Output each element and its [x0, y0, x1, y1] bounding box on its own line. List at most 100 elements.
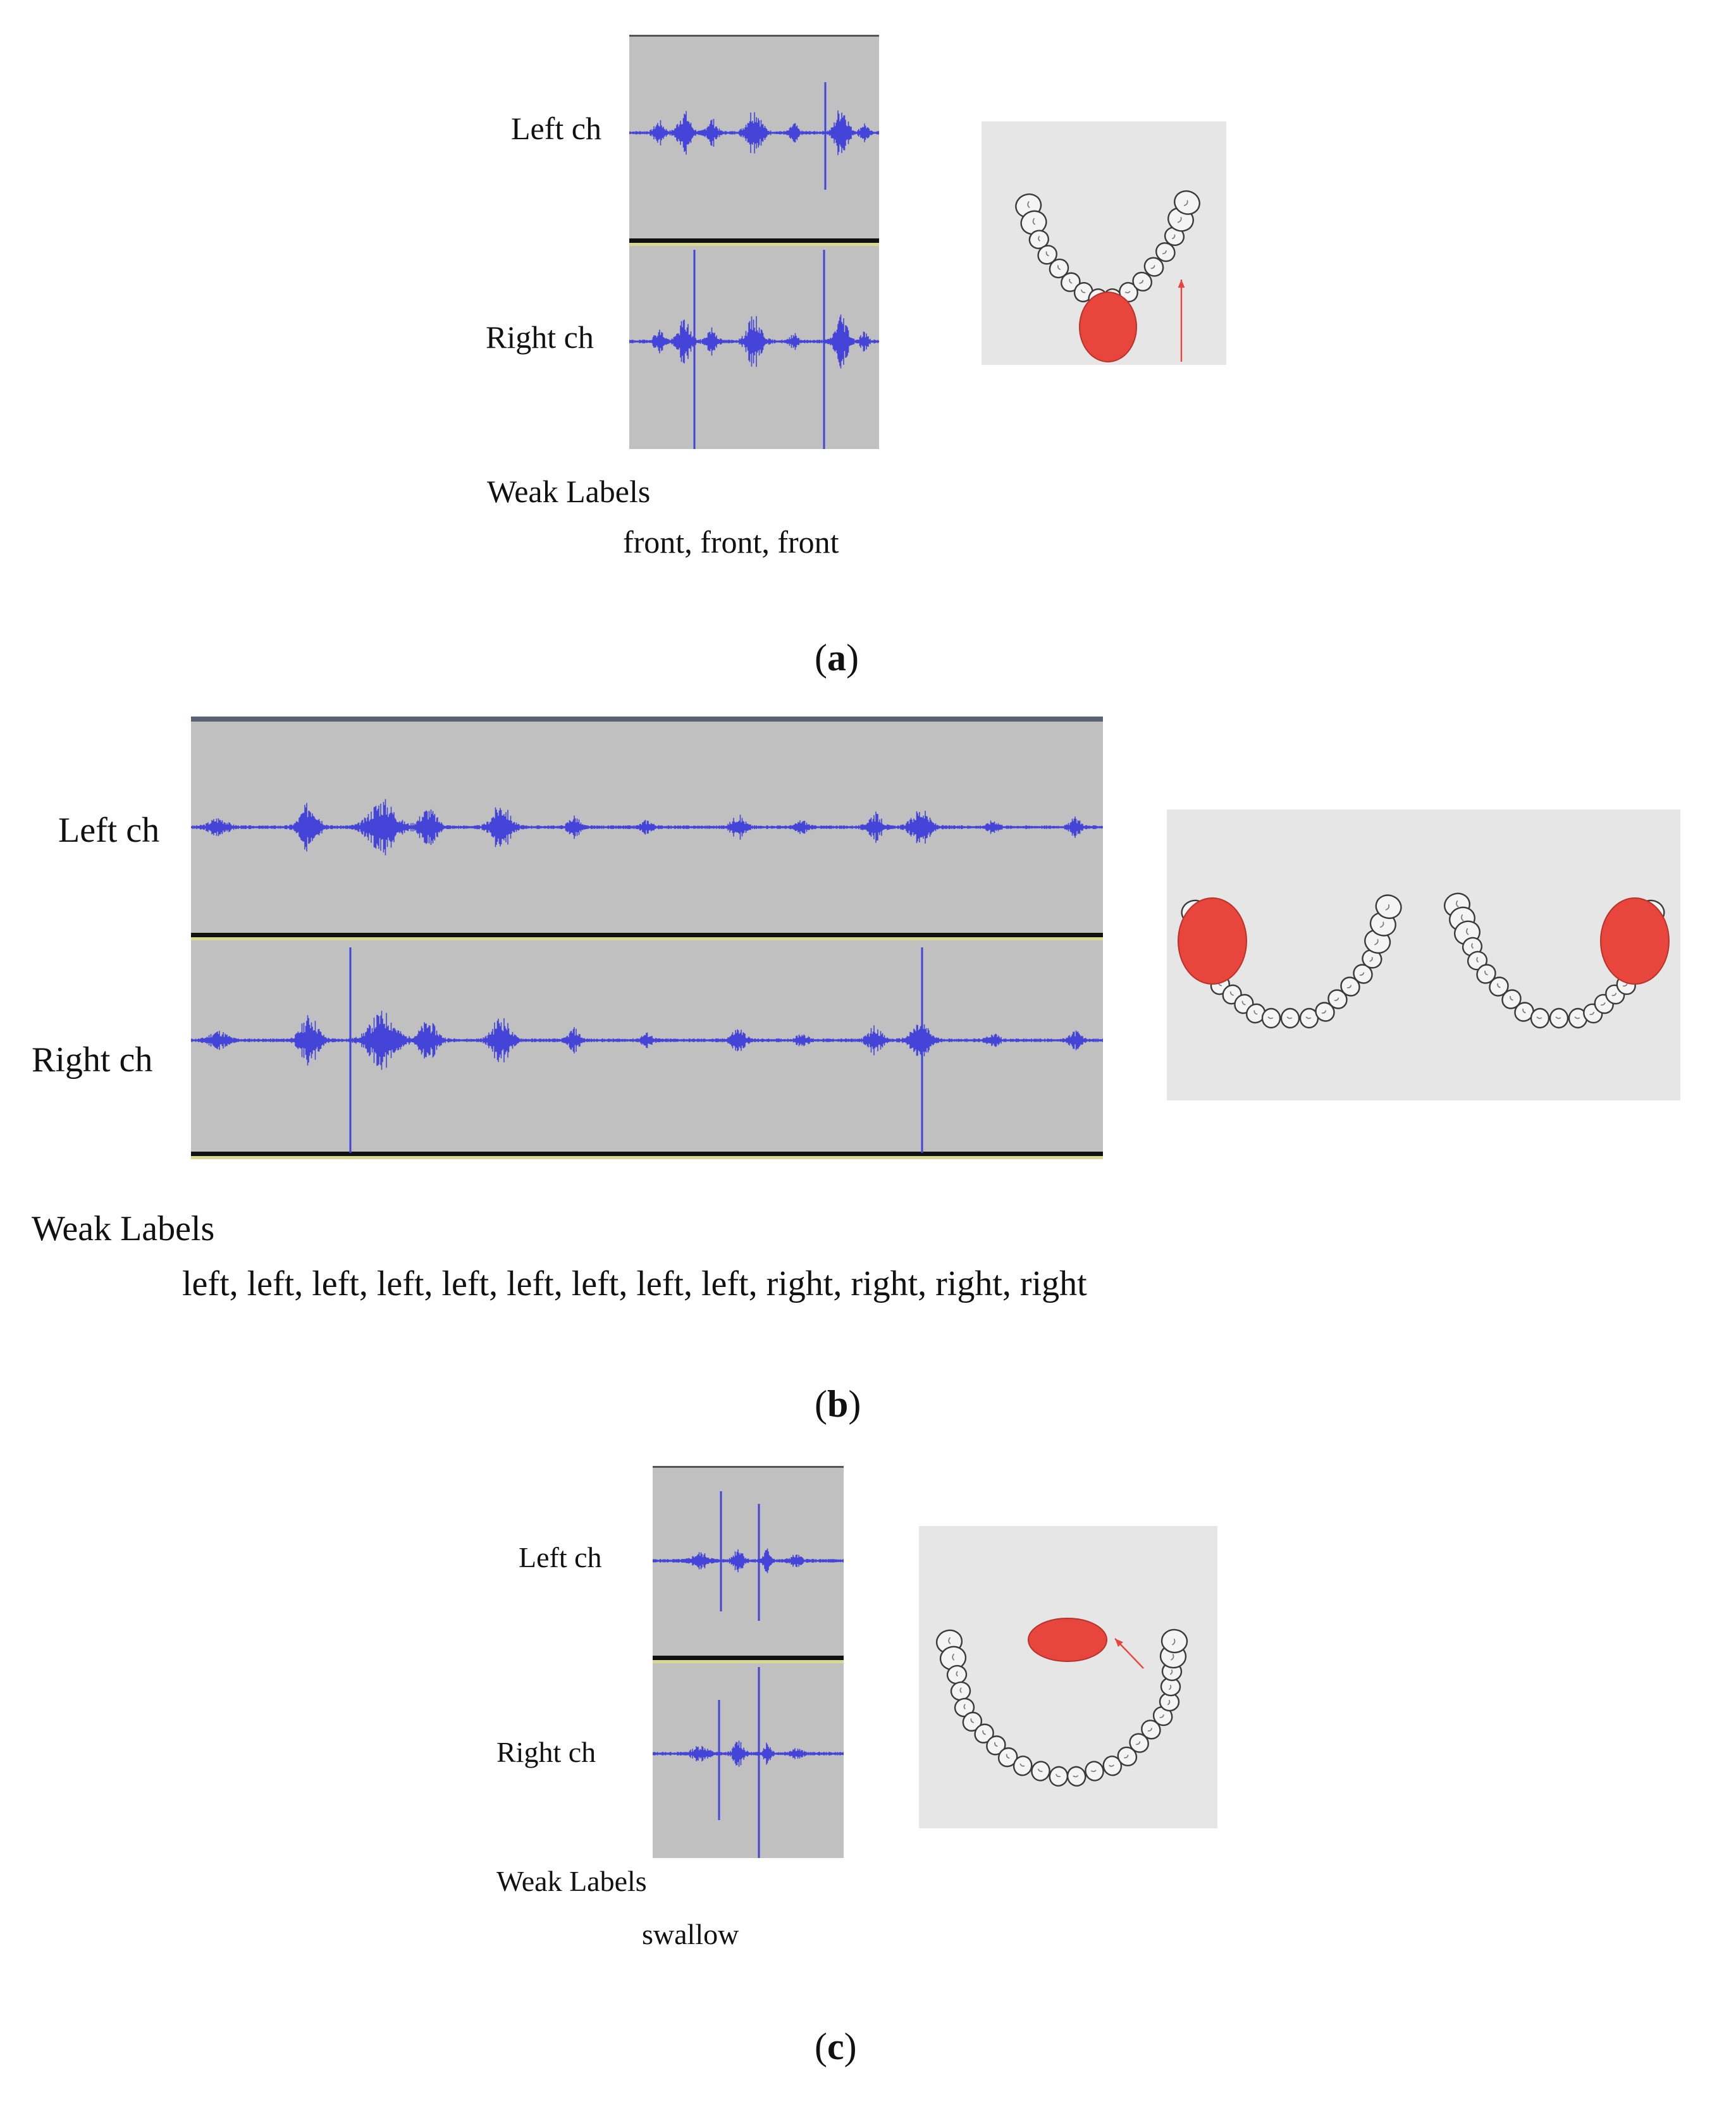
jaw-c-tooth-0-3-groove: [959, 1687, 962, 1694]
jaw-b-right-tooth-2-0-groove: [1536, 1016, 1542, 1019]
jaw-a-tooth-5-0-groove: [1171, 234, 1176, 240]
food-bolus-a: [1079, 292, 1137, 362]
jaw-c-tooth-1-2: [986, 1735, 1006, 1756]
jaw-c-tooth-2-2-groove: [1056, 1773, 1061, 1778]
jaw-c-tooth-0-2-groove: [956, 1671, 958, 1677]
channel-divider-a-highlight: [629, 243, 879, 246]
jaw-b-left-tooth-4-1-groove: [1374, 939, 1379, 945]
jaw-b-left-tooth-4-0: [1362, 949, 1382, 969]
jaw-a-tooth-5-0: [1164, 226, 1185, 246]
jaw-b-left-tooth-2-1: [1280, 1007, 1300, 1029]
jaw-b-left-tooth-2-0: [1261, 1007, 1281, 1029]
right-channel-label-a: Right ch: [486, 319, 594, 355]
right-channel-label-c: Right ch: [496, 1736, 596, 1768]
jaw-c-tooth-2-0: [1013, 1756, 1033, 1776]
jaw-c-tooth-2-0-groove: [1019, 1763, 1025, 1767]
jaw-a-tooth-0-2-groove: [1038, 235, 1040, 242]
jaw-diagram-b: [1178, 892, 1670, 1029]
waveform-panel-b: [191, 717, 1103, 1159]
jaw-b-left-tooth-2-0-groove: [1267, 1016, 1274, 1019]
jaw-b-right-tooth-3-3-groove: [1622, 983, 1628, 987]
jaw-a-tooth-5-2-groove: [1183, 200, 1188, 206]
channel-divider-a: [629, 238, 879, 243]
jaw-c-tooth-5-0-groove: [1167, 1699, 1171, 1706]
jaw-panel-c: [919, 1526, 1217, 1828]
jaw-c-tooth-0-4: [954, 1697, 975, 1718]
waveform-panel-a: [629, 35, 879, 449]
jaw-c-tooth-5-3-groove: [1171, 1653, 1174, 1661]
jaw-b-left-tooth-3-3-groove: [1359, 972, 1365, 976]
jaw-b-left-tooth-2-2-groove: [1305, 1016, 1312, 1019]
jaw-b-right-tooth-2-1-groove: [1555, 1016, 1561, 1019]
jaw-b-right-tooth-2-1: [1549, 1007, 1569, 1029]
jaw-b-right-tooth-0-4-groove: [1476, 957, 1479, 963]
jaw-panel-b: [1167, 809, 1680, 1100]
jaw-c-tooth-3-0: [1066, 1766, 1087, 1787]
jaw-panel-a: [982, 121, 1226, 365]
jaw-b-right-tooth-0-2-groove: [1466, 928, 1469, 935]
movement-arrow-a-head: [1178, 280, 1185, 288]
jaw-b-left-tooth-3-1-groove: [1334, 997, 1339, 1001]
jaw-a-tooth-1-1-groove: [1057, 265, 1061, 270]
jaw-b-right-tooth-1-1-groove: [1497, 983, 1501, 988]
weak-labels-c: swallow: [642, 1918, 739, 1950]
jaw-a-tooth-4-1-groove: [1150, 265, 1155, 269]
jaw-c-tooth-0-1-groove: [952, 1653, 955, 1661]
jaw-b-right-tooth-3-0-groove: [1589, 1011, 1595, 1015]
weak-labels-b: left, left, left, left, left, left, left…: [182, 1264, 1087, 1303]
jaw-diagram-c: [935, 1618, 1188, 1787]
waveform-top-border-c: [653, 1466, 844, 1468]
jaw-c-tooth-4-1-groove: [1136, 1741, 1141, 1745]
jaw-c-tooth-5-2-groove: [1169, 1669, 1173, 1675]
jaw-c-tooth-2-2: [1049, 1766, 1069, 1787]
jaw-c-tooth-3-2-groove: [1109, 1764, 1114, 1767]
left-channel-label-b: Left ch: [58, 811, 160, 850]
weak-labels-title-c: Weak Labels: [496, 1865, 647, 1897]
food-bolus-b-left: [1178, 897, 1247, 985]
jaw-b-left-tooth-4-0-groove: [1369, 957, 1373, 962]
waveform-a: [629, 35, 879, 449]
jaw-b-left-tooth-1-3-groove: [1253, 1010, 1258, 1015]
jaw-b-right-tooth-2-2-groove: [1574, 1016, 1580, 1019]
left-channel-label-a: Left ch: [511, 111, 601, 146]
jaw-b-right-tooth-2-0: [1530, 1007, 1550, 1029]
jaw-a-tooth-1-2-groove: [1069, 278, 1073, 284]
jaw-b-right-tooth-1-3: [1514, 1002, 1534, 1022]
jaw-c-tooth-4-3-groove: [1159, 1714, 1164, 1718]
caption-a: (a): [815, 637, 859, 679]
jaw-a-tooth-0-1-groove: [1032, 218, 1036, 225]
waveform-top-border-b: [191, 717, 1103, 722]
movement-arrow-c-head: [1115, 1639, 1123, 1647]
jaw-b-right-tooth-3-1-groove: [1600, 1002, 1606, 1006]
jaw-c-tooth-5-4-groove: [1172, 1638, 1176, 1646]
channel-divider-b-highlight: [191, 937, 1103, 940]
weak-labels-title-a: Weak Labels: [487, 474, 651, 509]
jaw-b-right-tooth-1-3-groove: [1522, 1008, 1526, 1014]
jaw-c-tooth-4-2-groove: [1147, 1728, 1152, 1732]
jaw-c-tooth-2-1-groove: [1037, 1768, 1043, 1772]
jaw-a-tooth-4-2-groove: [1162, 250, 1167, 254]
jaw-a-tooth-5-2: [1174, 190, 1200, 215]
food-bolus-c: [1028, 1618, 1107, 1662]
jaw-b-left-tooth-3-0-groove: [1321, 1010, 1327, 1014]
jaw-c-tooth-5-4: [1160, 1628, 1188, 1654]
jaw-a-tooth-4-0-groove: [1139, 280, 1144, 284]
jaw-c-tooth-3-0-groove: [1073, 1775, 1079, 1778]
waveform-c: [653, 1466, 844, 1858]
bottom-divider-b-highlight: [191, 1156, 1103, 1159]
jaw-b-left-tooth-4-2-groove: [1379, 921, 1384, 928]
jaw-a-tooth-1-0-groove: [1045, 251, 1049, 257]
jaw-b-left-tooth-1-3: [1246, 1003, 1266, 1024]
waveform-top-border-a: [629, 35, 879, 37]
jaw-c-tooth-2-1: [1031, 1761, 1050, 1782]
weak-labels-title-b: Weak Labels: [32, 1209, 215, 1248]
jaw-b-left-tooth-1-2-groove: [1241, 1000, 1246, 1006]
bottom-divider-b: [191, 1152, 1103, 1156]
jaw-a-tooth-3-1-groove: [1124, 290, 1131, 293]
jaw-c-tooth-4-0-groove: [1124, 1754, 1129, 1759]
food-bolus-b-right: [1600, 897, 1670, 985]
jaw-a-tooth-4-1: [1143, 257, 1164, 277]
jaw-b-left-tooth-2-1-groove: [1286, 1016, 1293, 1019]
jaw-b-left-tooth-4-3-groove: [1385, 904, 1390, 911]
jaw-c-tooth-1-1-groove: [982, 1730, 986, 1735]
